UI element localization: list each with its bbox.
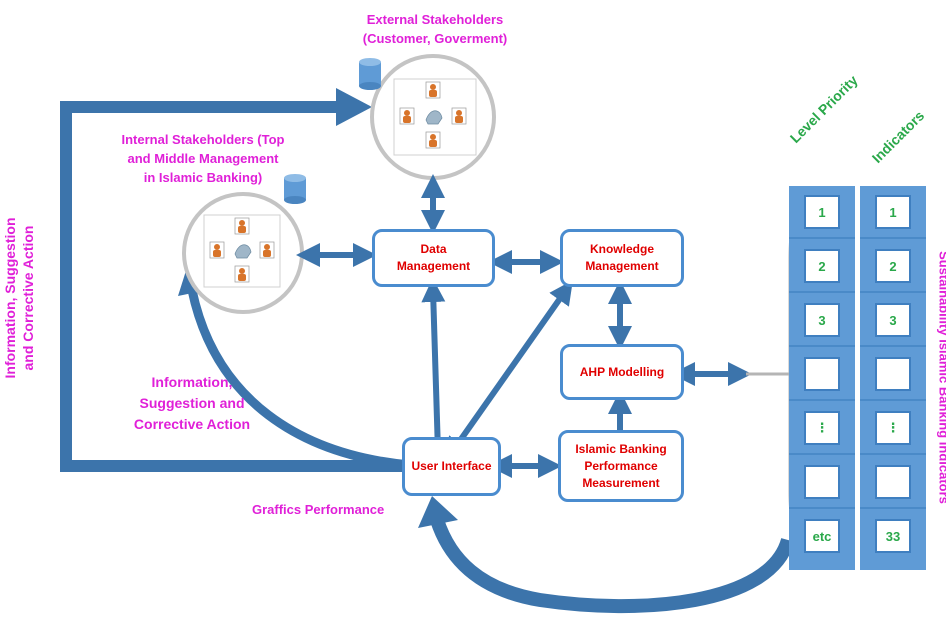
- level-cell: etc: [804, 519, 840, 553]
- level-cell: [804, 465, 840, 499]
- curved-arrow-graphics-head: [418, 496, 458, 528]
- external-stakeholders-line1: External Stakeholders: [366, 12, 504, 27]
- left-feedback-line2: and Corrective Action: [20, 225, 36, 371]
- curved-arrow-graphics: [430, 517, 795, 614]
- left-feedback-label: Information, Suggestion and Corrective A…: [1, 191, 37, 405]
- external-stakeholders-line2: (Customer, Goverment): [362, 31, 508, 46]
- external-database-icon: [359, 58, 381, 90]
- indicator-cell: ⋮: [875, 411, 911, 445]
- inner-feedback-line1: Information,: [151, 374, 233, 390]
- inner-feedback-line2: Suggestion and: [139, 395, 245, 411]
- internal-stakeholders-line3: in Islamic Banking): [143, 170, 263, 185]
- indicator-cell: 1: [875, 195, 911, 229]
- level-cell: 2: [804, 249, 840, 283]
- arrow-data-ui: [421, 278, 450, 464]
- internal-stakeholders-line1: Internal Stakeholders (Top: [121, 132, 285, 147]
- ahp-modelling-label: AHP Modelling: [579, 364, 665, 379]
- graphics-performance-label: Graffics Performance: [252, 502, 385, 517]
- performance-measurement-box[interactable]: Islamic Banking Performance Measurement: [558, 430, 684, 502]
- data-management-line2: Management: [396, 259, 471, 273]
- ahp-modelling-box[interactable]: AHP Modelling: [560, 344, 684, 400]
- feedback-loop-arrowhead: [336, 88, 372, 126]
- inner-feedback-label: Information, Suggestion and Corrective A…: [112, 372, 272, 435]
- indicator-cell: [875, 357, 911, 391]
- level-cell: 1: [804, 195, 840, 229]
- internal-stakeholders-line2: and Middle Management: [127, 151, 279, 166]
- inner-feedback-line3: Corrective Action: [133, 416, 251, 432]
- performance-line1: Islamic Banking: [575, 441, 667, 456]
- arrow-ui-knowledge: [445, 280, 573, 462]
- level-cell: ⋮: [804, 411, 840, 445]
- internal-people-icons: [203, 214, 281, 288]
- sustainability-indicators-label: Sustainability Islamic Banking Indicator…: [936, 251, 946, 504]
- knowledge-management-line2: Management: [585, 259, 659, 273]
- user-interface-box[interactable]: User Interface: [402, 437, 501, 496]
- curved-arrow-to-internal: [187, 289, 411, 470]
- external-people-icons: [393, 78, 477, 156]
- indicator-cell: 2: [875, 249, 911, 283]
- level-cell: 3: [804, 303, 840, 337]
- user-interface-label: User Interface: [411, 459, 492, 473]
- performance-line3: Measurement: [582, 475, 660, 490]
- left-feedback-line1: Information, Suggestion: [2, 217, 18, 379]
- internal-stakeholders-label: Internal Stakeholders (Top and Middle Ma…: [96, 130, 310, 187]
- feedback-loop-arrow: [60, 101, 408, 472]
- indicator-cell: [875, 465, 911, 499]
- internal-database-icon: [284, 174, 306, 204]
- level-cell: [804, 357, 840, 391]
- performance-line2: Performance: [584, 458, 658, 473]
- knowledge-management-line1: Knowledge: [589, 242, 654, 256]
- data-management-line1: Data: [420, 242, 447, 256]
- external-stakeholders-label: External Stakeholders (Customer, Goverme…: [330, 10, 540, 48]
- indicator-cell: 3: [875, 303, 911, 337]
- indicator-cell: 33: [875, 519, 911, 553]
